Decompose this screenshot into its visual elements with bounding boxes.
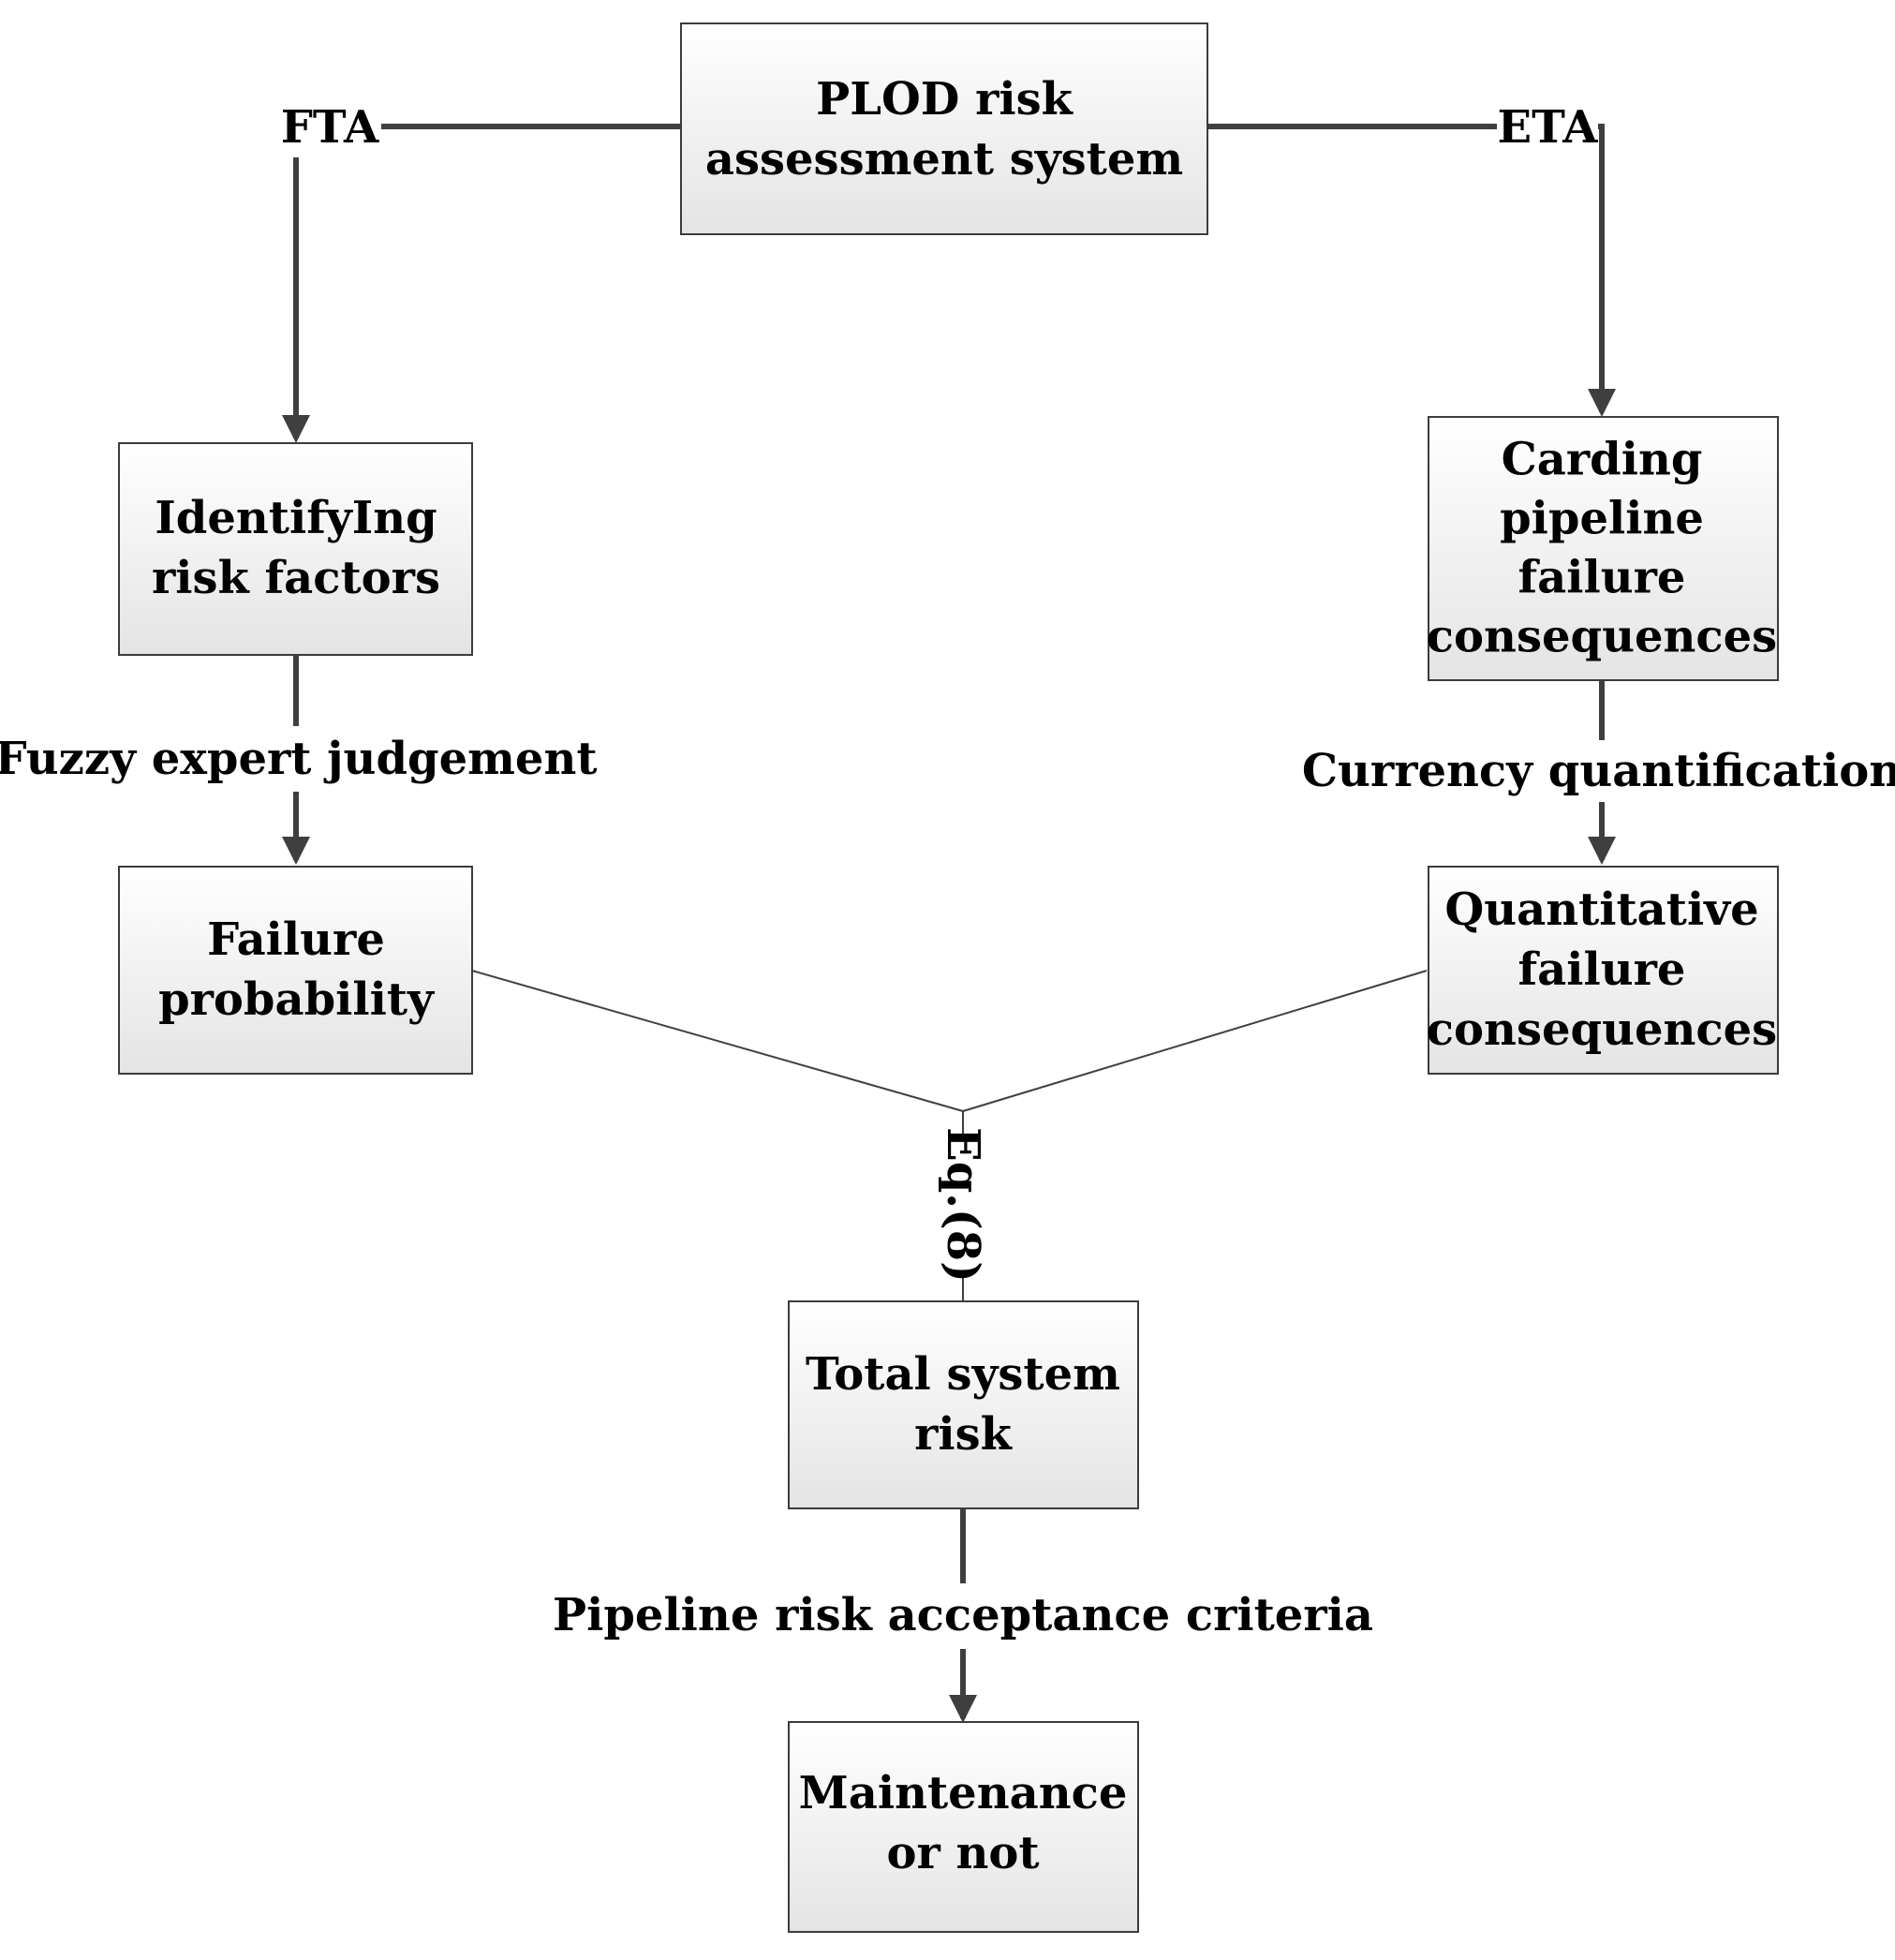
node-plod-risk-assessment-system: PLOD risk assessment system [680, 22, 1208, 235]
node-label: Quantitative failure consequences [1427, 883, 1777, 1056]
connector-quantitative-to-merge [962, 970, 1428, 1112]
node-label-line: IdentifyIng [155, 492, 437, 544]
arrow-eta-to-carding [1588, 124, 1616, 417]
edge-label-eq8: Eq.(8) [937, 1127, 989, 1283]
node-label-line: Failure [207, 913, 385, 966]
node-quantitative-failure-consequences: Quantitative failure consequences [1427, 866, 1779, 1075]
node-label-line: pipeline [1500, 493, 1704, 545]
node-label-line: failure [1518, 943, 1686, 996]
node-label-line: failure [1518, 552, 1686, 604]
node-carding-pipeline-failure-consequences: Carding pipeline failure consequences [1427, 416, 1779, 681]
node-label-line: assessment system [705, 133, 1183, 186]
edge-label-fta: FTA [281, 101, 379, 154]
node-label-line: Maintenance [799, 1767, 1128, 1819]
node-label-line: risk [914, 1408, 1014, 1461]
edge-label-pipeline-risk-acceptance-criteria: Pipeline risk acceptance criteria [553, 1589, 1373, 1641]
connector-failure-probability-to-merge [471, 970, 964, 1112]
node-label-line: consequences [1427, 1003, 1777, 1056]
node-label-line: PLOD risk [816, 73, 1074, 126]
node-label: PLOD risk assessment system [705, 73, 1183, 186]
node-label: Maintenance or not [799, 1767, 1128, 1879]
node-label-line: risk factors [152, 552, 440, 604]
node-label-line: or not [886, 1827, 1039, 1879]
node-failure-probability: Failure probability [118, 866, 473, 1075]
node-label-line: Total system [806, 1348, 1120, 1401]
node-label: Carding pipeline failure consequences [1427, 434, 1777, 663]
edge-label-fuzzy-expert-judgement: Fuzzy expert judgement [0, 733, 598, 785]
node-label: Total system risk [806, 1348, 1120, 1461]
node-label-line: consequences [1427, 611, 1777, 663]
node-identifying-risk-factors: IdentifyIng risk factors [118, 442, 473, 656]
node-label-line: Quantitative [1444, 883, 1758, 936]
node-total-system-risk: Total system risk [788, 1300, 1139, 1509]
node-label: IdentifyIng risk factors [152, 492, 440, 604]
node-maintenance-or-not: Maintenance or not [788, 1721, 1139, 1933]
edge-label-currency-quantification: Currency quantification [1302, 745, 1895, 797]
node-label-line: Carding [1502, 434, 1703, 486]
node-label: Failure probability [158, 913, 436, 1026]
node-label-line: probability [158, 973, 436, 1026]
edge-label-eta: ETA [1498, 101, 1599, 154]
